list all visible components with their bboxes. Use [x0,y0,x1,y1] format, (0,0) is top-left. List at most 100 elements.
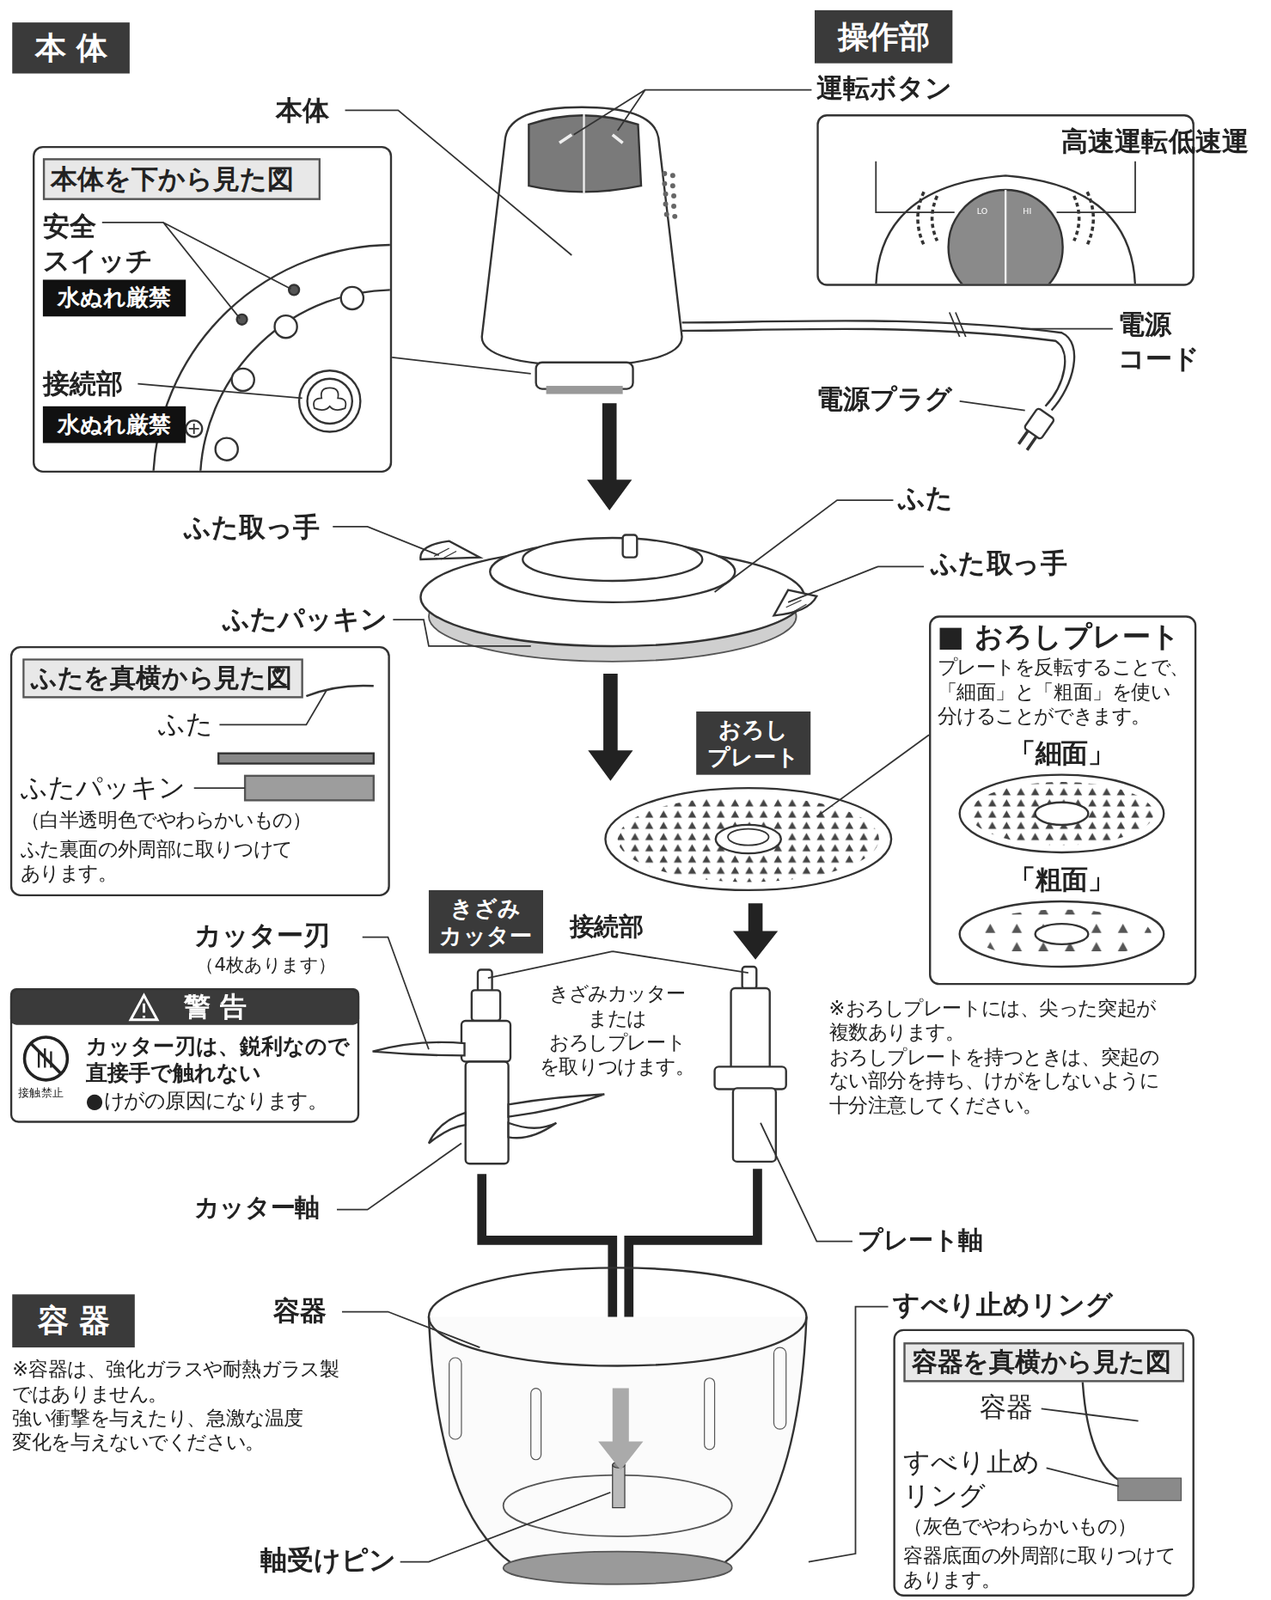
plate-shaft [714,1066,787,1089]
leader-line [392,619,531,647]
part-label: ふた取っ手 [183,510,320,544]
down-arrow [733,903,778,960]
vent-holes [664,212,670,218]
chopping-cutter [477,970,493,993]
lid-side-view [218,753,374,764]
plate-faces [1035,802,1089,825]
note-text: プレートを反転することで、 「細面」と「粗面」を使い 分けることができます。 [937,655,1204,729]
inset-heading: ふたを真横から見た図 [22,658,304,699]
caution-tag: 水ぬれ厳禁 [42,406,186,444]
lid [522,537,703,581]
note-text: ※容器は、強化ガラスや耐熱ガラス製 ではありません。 強い衝撃を与えたり、急激な… [12,1357,355,1455]
leader-line [137,384,302,399]
dial [875,175,1136,284]
node-text: 本 体 [35,29,108,68]
part-label: ふた [158,707,214,741]
inset-heading: 本体を下から見た図 [42,158,321,200]
main-body [559,134,624,144]
leader-line [1046,1467,1119,1486]
part-label: 接続部 [42,367,123,402]
leader-line [808,1307,889,1563]
bottom-view [307,378,353,424]
plate-faces [959,901,1165,967]
part-label: 接続部 [569,911,644,943]
power-plug [1014,408,1056,454]
chopping-cutter [461,1020,511,1063]
note-text: （灰色でやわらかいもの） [903,1515,1137,1540]
power-cord [949,312,966,338]
leader-line [194,787,245,789]
inset-box: 本体を下から見た図安全 スイッチ接続部水ぬれ厳禁水ぬれ厳禁 [32,146,392,473]
part-label: カッター軸 [194,1192,320,1224]
part-label: 本体 [275,93,330,128]
vent-holes [672,213,678,220]
lid-side-view [244,776,374,801]
bowl [428,1267,807,1584]
note-text: きざみカッター または おろしプレート を取りつけます。 [532,982,702,1080]
warning-box: 警 告カッター刃は、鋭利なので 直接手で触れない●けがの原因になります。接触禁止 [10,988,360,1124]
node-text: 水ぬれ厳禁 [57,284,172,313]
part-label: 容器 [273,1294,327,1328]
bottom-view [313,387,346,410]
section-header: 操作部 [814,10,953,64]
part-label: ふた [898,482,954,516]
node-text: 水ぬれ厳禁 [57,410,172,440]
warning-graphics [24,1037,68,1081]
bowl [428,1316,807,1564]
grater-plate [617,796,880,883]
vent-holes [663,191,669,197]
main-body [582,114,585,195]
bottom-view [189,423,200,434]
chopping-cutter [372,1042,465,1056]
chopping-cutter [465,1061,509,1164]
grater-plate [604,788,892,891]
warning-text: カッター刃は、鋭利なので 直接手で触れない [85,1032,354,1087]
vent-holes [661,171,678,220]
leader-line [332,526,440,556]
bottom-view [200,289,391,471]
inset-box: 容器を真横から見た図容器すべり止め リング（灰色でやわらかいもの）容器底面の外周… [892,1329,1194,1597]
section-header: 本 体 [12,22,130,74]
node-text: おろし プレート [696,714,811,771]
part-label: ふたパッキン [222,602,388,636]
leader-line [488,951,749,978]
leader-line [959,401,1026,411]
part-label: 電源プラグ [816,382,953,416]
bottom-view [274,315,298,338]
leader-line [574,90,813,135]
plate-faces [959,775,1165,853]
plate-shaft [731,988,770,1070]
lid [420,541,480,560]
inset-heading: ■ おろしプレート [937,618,1181,655]
symbol-caption: 接触禁止 [18,1086,63,1100]
plate-faces [971,909,1152,959]
plate-faces [1035,923,1089,945]
part-label: ふた取っ手 [930,547,1067,581]
vent-holes [661,171,667,177]
gray-arrow [598,1388,643,1471]
note-text: ふた裏面の外周部に取りつけて あります。 [20,837,307,886]
main-body [536,362,634,390]
leader-line [342,1312,480,1349]
grater-plate [715,824,782,854]
bowl [503,1552,733,1585]
node-text: 操作部 [837,17,930,56]
vent-holes [671,203,677,209]
leader-line [345,109,573,256]
bottom-view [341,287,364,310]
note-text: （4枚あります） [195,953,337,978]
grater-plate [727,829,770,846]
main-body [482,107,683,395]
part-label: 運転ボタン [816,71,953,105]
main-body [546,385,624,395]
part-label: カッター刃 [194,918,330,953]
mode-label: 高速運転 [1061,124,1168,159]
plate-shaft [742,966,758,990]
bottom-view [185,420,202,437]
grater-plate [604,788,892,891]
inset-heading: 容器を真横から見た図 [903,1342,1185,1383]
vent-holes [663,201,669,208]
dial-mark: HI [1022,207,1032,218]
leader-line [362,937,429,1051]
dial [917,191,1094,245]
